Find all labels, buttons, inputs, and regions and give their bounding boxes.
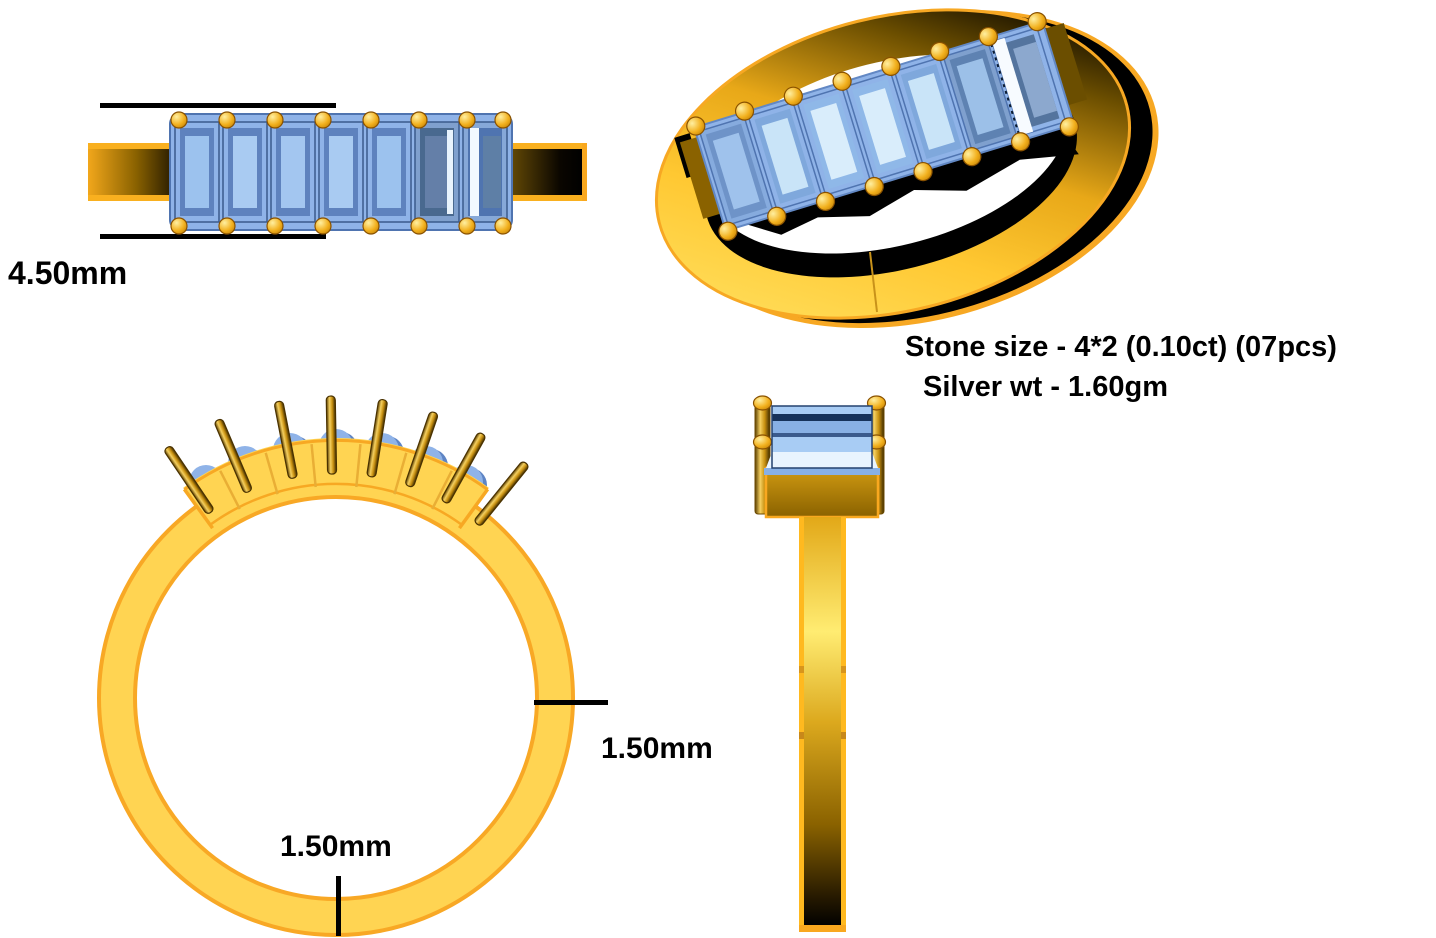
baguette-stone [698,116,774,226]
setting-base [764,466,880,519]
band-thickness-right-label: 1.50mm [601,732,713,765]
side-view [752,395,887,932]
ring-band-segment-right [507,143,587,201]
prong-pin [214,418,252,493]
dimension-line-top [100,103,336,108]
gallery-edge [458,488,490,530]
front-view: 1.50mm 1.50mm [97,395,713,937]
stone-size-label: Stone size - 4*2 (0.10ct) (07pcs) [905,331,1337,363]
shank-joint [799,666,804,673]
prong-pin [441,432,486,504]
silver-weight-label: Silver wt - 1.60gm [923,371,1168,403]
dimension-line-bottom [100,234,326,239]
baguette-stone [942,41,1018,152]
baguette-stone [270,121,316,223]
band-seam [869,251,878,313]
baguette-stone [462,121,508,223]
band-width-label: 4.50mm [8,255,127,291]
dimension-tick-bottom [336,876,341,936]
prong-pin [274,400,298,479]
spec-text-block: Stone size - 4*2 (0.10ct) (07pcs) Silver… [905,331,1337,403]
top-view: 4.50mm [8,103,587,291]
baguette-stone [174,121,220,223]
shank-joint [841,732,846,739]
prong-pin [366,398,388,478]
gallery-outline-inner [209,482,463,526]
baguette-stone [991,27,1067,137]
shank-joint [799,732,804,739]
prong-pin [405,411,439,488]
shank-joint [841,666,846,673]
prong-pins [164,395,529,526]
baguette-stone [747,101,823,211]
stone-divider-dotted [990,43,1020,135]
baguette-stone [893,56,970,167]
stone-row [674,12,1088,241]
band-thickness-bottom-label: 1.50mm [280,830,392,863]
gallery-edge [182,488,214,530]
prong-beads-perspective [686,12,1079,241]
baguette-stone [318,121,364,223]
band-end-cap [1042,22,1088,106]
baguette-stone-row-top [174,121,508,223]
prong-pin [325,395,338,475]
perspective-view [654,8,1159,329]
baguette-stone-side [764,405,880,475]
stone-gallery [164,395,529,530]
baguette-stone [366,121,412,223]
baguette-stone [844,71,921,182]
ring-band-segment-left [88,143,175,201]
band-end-cap [679,135,725,219]
baguette-stone [414,121,460,223]
prong-pin [474,461,529,526]
dimension-tick-right [534,700,608,705]
shank-profile [799,517,846,932]
prong-beads-top-view [170,111,512,235]
baguette-stone [796,86,872,197]
baguette-stone [222,121,268,223]
prong-channel-lines [219,444,453,510]
prong-pin [164,446,214,514]
